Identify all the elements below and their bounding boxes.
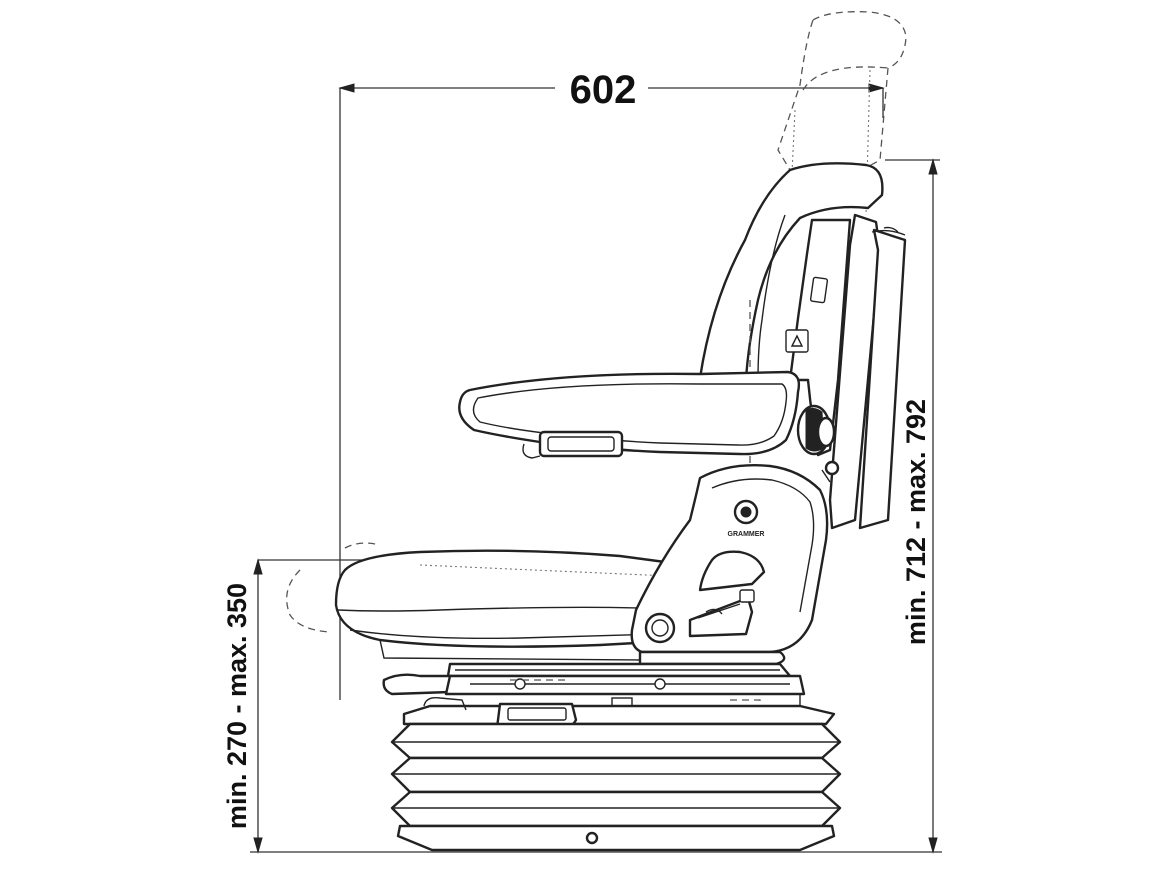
armrest xyxy=(458,370,801,459)
fore-aft-lever[interactable] xyxy=(382,673,452,696)
seat-height-dimension-label: min. 270 - max. 350 xyxy=(222,583,252,829)
brand-mark-text: GRAMMER xyxy=(728,531,765,538)
lumbar-symbol-icon xyxy=(785,329,809,353)
seat-cushion xyxy=(286,542,761,661)
overall-height-dimension-label: min. 712 - max. 792 xyxy=(901,399,931,645)
suspension-bellows xyxy=(390,722,842,852)
seat-height-dimension: min. 270 - max. 350 xyxy=(222,558,380,854)
backrest-adjust-knob[interactable] xyxy=(796,404,840,483)
base-mount-hole xyxy=(585,831,599,845)
overall-height-dimension: min. 712 - max. 792 xyxy=(885,158,940,854)
side-bracket: GRAMMER xyxy=(630,464,829,654)
lever-slot-icon xyxy=(809,276,829,304)
seat-slide-rails xyxy=(382,650,806,731)
width-dimension-label: 602 xyxy=(570,68,637,112)
backrest xyxy=(698,162,907,560)
pivot-bolt xyxy=(644,612,676,644)
armrest-handle[interactable] xyxy=(538,430,624,458)
